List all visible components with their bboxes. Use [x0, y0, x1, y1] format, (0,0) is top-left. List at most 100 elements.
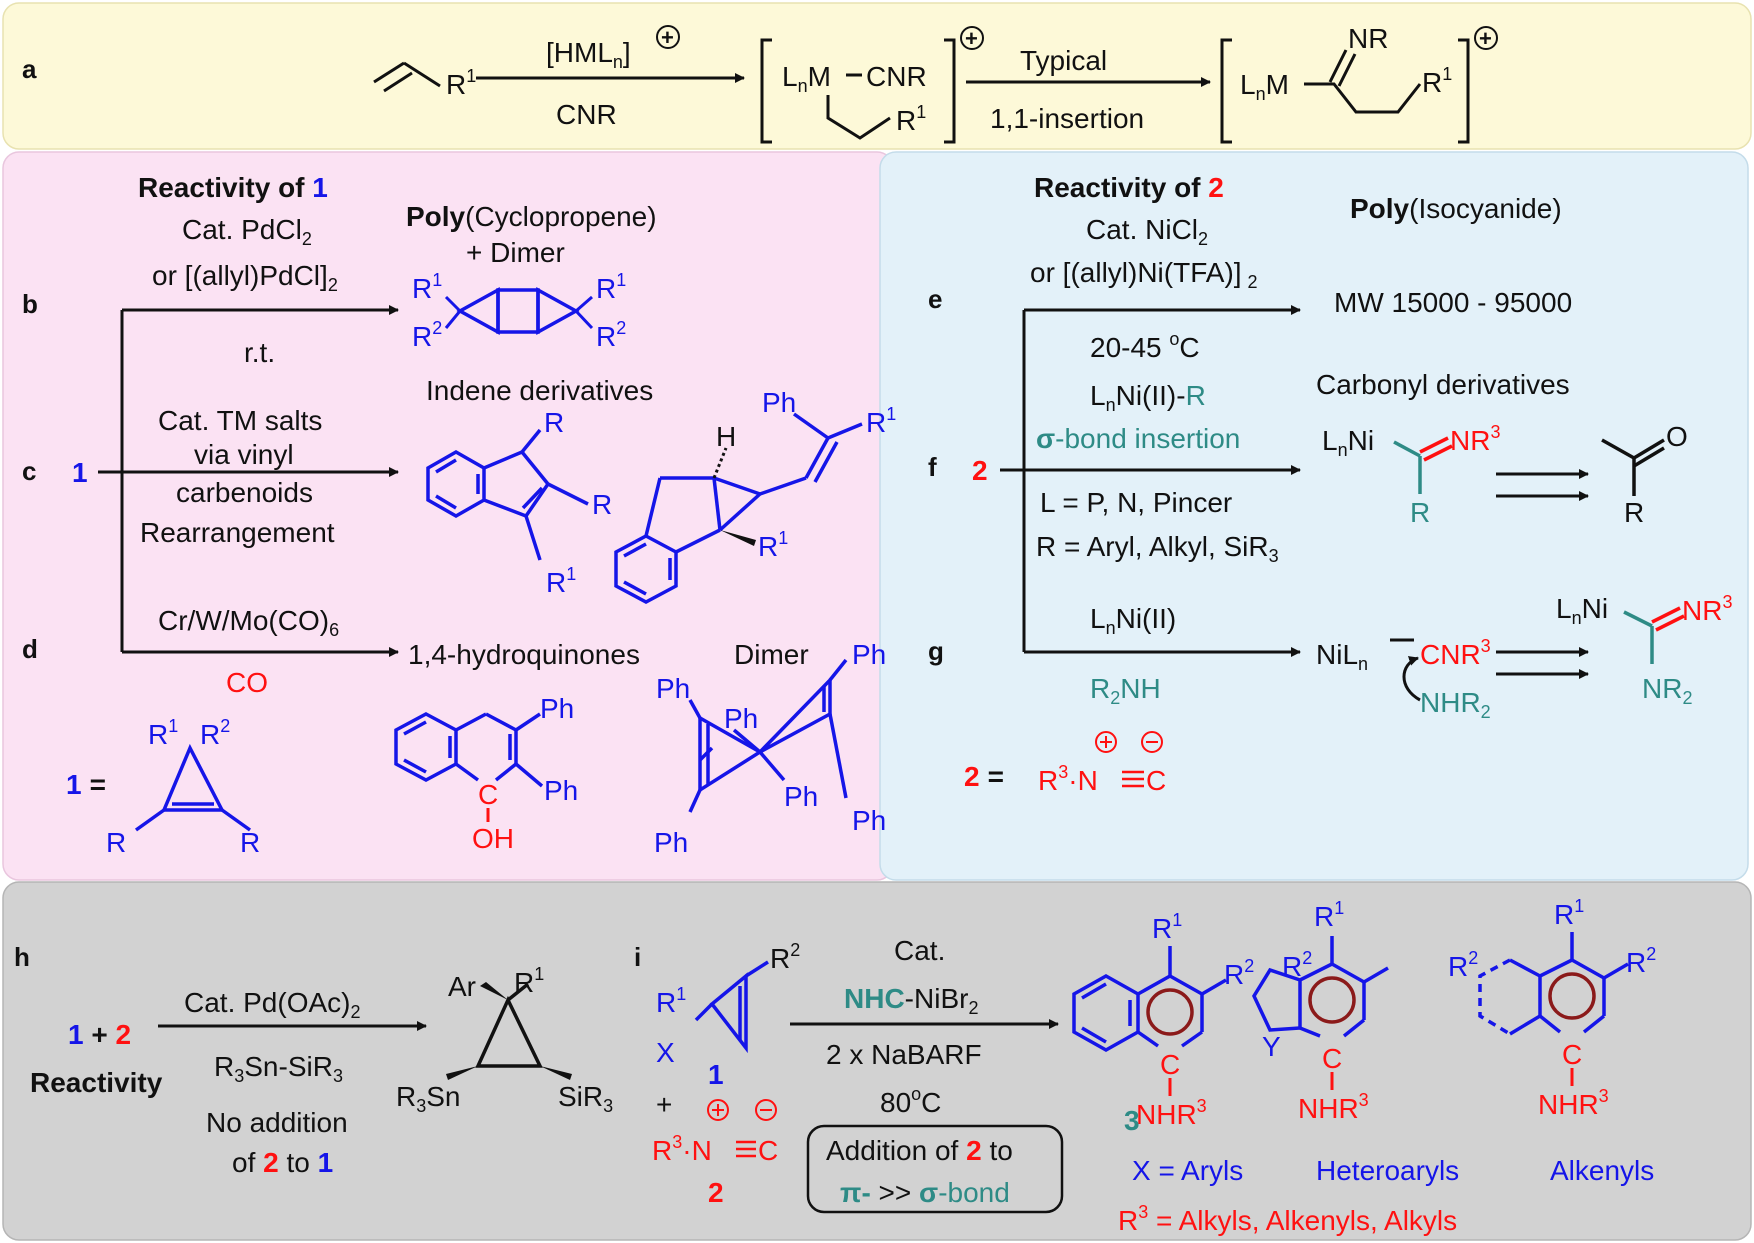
def-1-r-right: R	[240, 827, 260, 858]
i-cyclopropene	[694, 960, 769, 1054]
dimer-substituent-bonds	[444, 295, 594, 330]
g-product-lnni: LnNi	[1556, 593, 1608, 628]
r3-definition: R3 = Alkyls, Alkenyls, Alkyls	[1118, 1202, 1457, 1236]
i-cat: Cat.	[894, 935, 945, 966]
c-cond-line2: via vinyl	[194, 439, 294, 470]
h-of-2-to-1: of 2 to 1	[232, 1147, 333, 1178]
bracket-right-2	[1458, 38, 1470, 144]
product-2-r1: R1	[1314, 898, 1344, 932]
product-r1: R1	[1422, 64, 1452, 98]
dimer-r2-left: R2	[412, 318, 442, 352]
g-curved-arrow	[1402, 656, 1421, 702]
spiro-ph-4: Ph	[784, 781, 818, 812]
product-3-aromatic-ring	[1548, 972, 1596, 1020]
vinyl-product-labels: H Ph R1 R1	[716, 387, 896, 562]
f-substrate-number: 2	[972, 455, 988, 486]
h-sir3: SiR3	[558, 1081, 613, 1116]
intermediate-metal: LnM	[782, 61, 831, 96]
def-1-r1: R1	[148, 716, 178, 750]
insertion-label: 1,1-insertion	[990, 103, 1144, 134]
dimer-r2-right: R2	[596, 318, 626, 352]
poly-isocyanide-title: Poly(Isocyanide)	[1350, 193, 1562, 224]
def-1-r-left: R	[106, 827, 126, 858]
box-line-2: π- >> σ-bond	[840, 1177, 1010, 1208]
g-product-nr2: NR2	[1642, 673, 1692, 708]
plus-dimer: + Dimer	[466, 237, 565, 268]
panel-right-background	[879, 151, 1749, 881]
intermediate-chain	[826, 95, 891, 140]
imine-bond-1	[1328, 49, 1348, 83]
product-heteroaryl: Y R1 R2 C NHR3 Heteroaryls	[1252, 898, 1459, 1186]
product-1-c: C	[1160, 1049, 1180, 1080]
cation-charge-a3	[1474, 26, 1498, 50]
d-cond: Cr/W/Mo(CO)6	[158, 605, 339, 640]
indene-r1-bottom: R1	[546, 564, 576, 598]
indene-r-top: R	[544, 407, 564, 438]
cation-charge-a2	[960, 26, 984, 50]
intermediate-r1: R1	[896, 102, 926, 136]
g-nhr2: NHR2	[1420, 687, 1491, 722]
f-product-r: R	[1410, 497, 1430, 528]
naphthol-ph-top: Ph	[540, 693, 574, 724]
cation-charge-a2-sign: +	[965, 26, 978, 51]
panel-right: Reactivity of 2 Poly(Isocyanide) Cat. Ni…	[928, 172, 1732, 796]
product-2-nhr3: NHR3	[1298, 1090, 1369, 1124]
f-product-lnni: LnNi	[1322, 425, 1374, 460]
panel-letter-h: h	[14, 942, 30, 972]
indene-labels: R R R1	[544, 407, 612, 598]
alkene-r1: R1	[446, 66, 476, 100]
product-3-nhr3: NHR3	[1538, 1086, 1609, 1120]
spiro-ph-5: Ph	[852, 805, 886, 836]
h-r3sn: R3Sn	[396, 1081, 461, 1116]
g-product-bonds	[1623, 610, 1654, 664]
panel-letter-d: d	[22, 634, 38, 664]
hydroquinones-title: 1,4-hydroquinones	[408, 639, 640, 670]
i-isocyanide-c: C	[758, 1135, 778, 1166]
spiro-ph-3: Ph	[852, 639, 886, 670]
indene-structure	[426, 428, 589, 561]
product-2-c: C	[1322, 1043, 1342, 1074]
product-2-y: Y	[1262, 1031, 1281, 1062]
i-plus-charge	[707, 1099, 729, 1121]
product-2-r2: R2	[1282, 948, 1312, 982]
h-no-addition: No addition	[206, 1107, 348, 1138]
vinyl-r1-bottom: R1	[758, 528, 788, 562]
cyclopropane-indane	[614, 412, 863, 604]
g-amine: R2NH	[1090, 673, 1161, 708]
left-title: Reactivity of 1	[138, 172, 328, 203]
bond-r1	[506, 982, 530, 1002]
intermediate-cnr: CNR	[866, 61, 927, 92]
i-label-2: 2	[708, 1177, 724, 1208]
product-2-aromatic-ring	[1308, 976, 1356, 1024]
b-cat-line2: or [(allyl)PdCl]2	[152, 260, 338, 295]
product-3-r2-left: R2	[1448, 948, 1478, 982]
imine-bond-2	[1337, 53, 1357, 87]
f-product-nr3: NR3	[1450, 422, 1500, 456]
ketone-structure	[1601, 438, 1665, 496]
i-r1: R1	[656, 984, 686, 1018]
dimer-r1-right: R1	[596, 270, 626, 304]
def-2-number: 2=	[964, 761, 1004, 792]
i-isocyanide: R3·N	[652, 1132, 712, 1166]
i-r2: R2	[770, 940, 800, 974]
ketone-r: R	[1624, 497, 1644, 528]
e-temp: 20-45 oC	[1090, 329, 1200, 363]
product-naphthyl: R1 R2 C NHR3 3 X = Aryls	[1072, 910, 1254, 1186]
box-line-1: Addition of 2 to	[826, 1135, 1013, 1166]
cyclopropene-1-labels: R1 R2 R R	[106, 716, 260, 858]
panel-letter-b: b	[22, 289, 38, 319]
spiro-ph-1: Ph	[656, 673, 690, 704]
product-3-r2-right: R2	[1626, 944, 1656, 978]
heteroaryls-label: Heteroaryls	[1316, 1155, 1459, 1186]
stereo-wedge-r1	[720, 530, 756, 546]
h-reagent: R3Sn-SiR3	[214, 1051, 343, 1086]
mw-range: MW 15000 - 95000	[1334, 287, 1572, 318]
naphthol-oh: OH	[472, 823, 514, 854]
panel-left-background	[2, 151, 894, 881]
spiro-dimer	[688, 658, 848, 813]
f-sigma-insertion: σ-bond insertion	[1036, 423, 1240, 454]
def-2-isocyanide: R3·N	[1038, 762, 1098, 796]
spiro-ph-labels: Ph Ph Ph Ph Ph Ph	[654, 639, 886, 858]
e-cat-line1: Cat. NiCl2	[1086, 214, 1208, 249]
